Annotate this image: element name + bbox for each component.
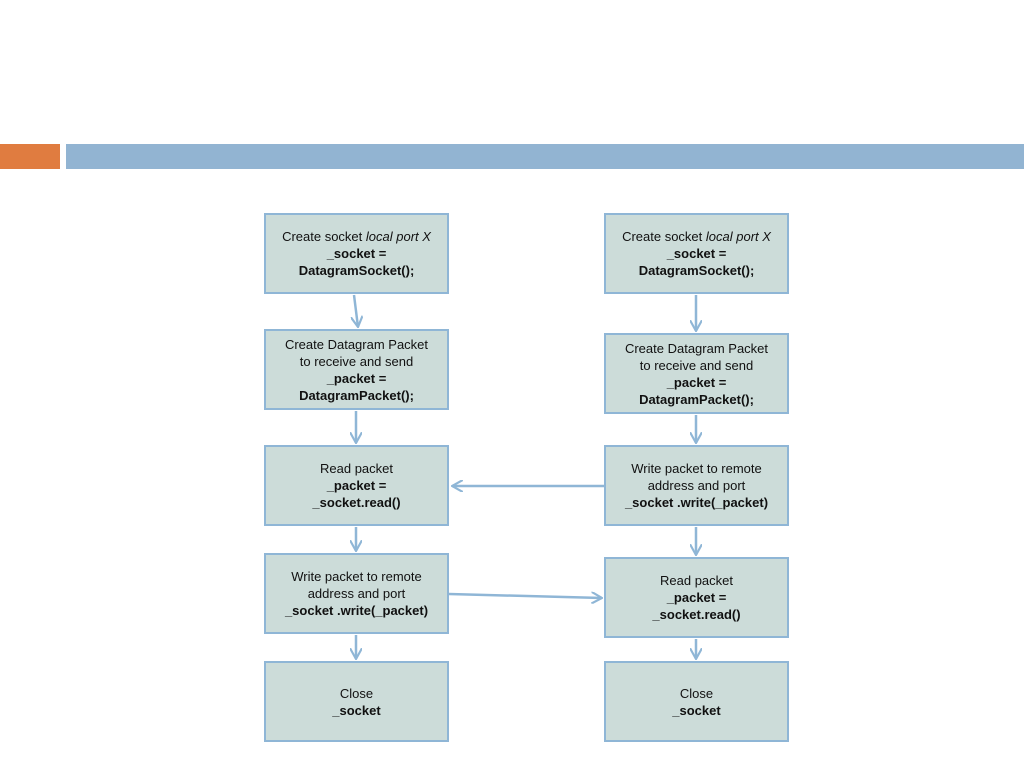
right-write-packet-code: _socket .write(_packet) bbox=[624, 495, 769, 510]
right-close-label: Close bbox=[679, 685, 714, 701]
arrow-left-create-socket-to-create-packet bbox=[354, 294, 358, 327]
left-create-packet-box: Create Datagram Packet to receive and se… bbox=[264, 329, 449, 410]
left-create-packet-code: _packet = DatagramPacket(); bbox=[299, 370, 414, 403]
right-create-socket-code: _socket = DatagramSocket(); bbox=[638, 246, 755, 278]
right-close-code: _socket bbox=[672, 702, 721, 718]
left-create-socket-box: Create socket local port X _socket = Dat… bbox=[264, 213, 449, 294]
left-create-socket-label: Create socket local port X bbox=[282, 229, 431, 244]
right-create-packet-box: Create Datagram Packet to receive and se… bbox=[604, 333, 789, 414]
left-read-packet-box: Read packet _packet = _socket.read() bbox=[264, 445, 449, 526]
right-create-socket-box: Create socket local port X _socket = Dat… bbox=[604, 213, 789, 294]
right-create-packet-code: _packet = DatagramPacket(); bbox=[639, 374, 754, 407]
left-close-box: Close _socket bbox=[264, 661, 449, 742]
left-create-packet-label: Create Datagram Packet to receive and se… bbox=[284, 336, 429, 369]
left-write-packet-box: Write packet to remote address and port … bbox=[264, 553, 449, 634]
left-write-packet-label: Write packet to remote address and port bbox=[291, 569, 422, 601]
left-read-packet-code: _packet = _socket.read() bbox=[312, 478, 401, 510]
left-write-packet-code: _socket .write(_packet) bbox=[284, 603, 429, 618]
right-read-packet-box: Read packet _packet = _socket.read() bbox=[604, 557, 789, 638]
right-create-packet-label: Create Datagram Packet to receive and se… bbox=[624, 340, 769, 373]
right-write-packet-box: Write packet to remote address and port … bbox=[604, 445, 789, 526]
left-create-socket-code: _socket = DatagramSocket(); bbox=[298, 246, 415, 278]
right-write-packet-label: Write packet to remote address and port bbox=[631, 461, 762, 493]
left-close-label: Close bbox=[339, 685, 374, 701]
header-bar bbox=[66, 144, 1024, 169]
right-read-packet-label: Read packet bbox=[660, 573, 733, 588]
right-read-packet-code: _packet = _socket.read() bbox=[652, 590, 741, 622]
left-close-code: _socket bbox=[332, 702, 381, 718]
right-close-box: Close _socket bbox=[604, 661, 789, 742]
arrow-left-write-to-right-read bbox=[448, 594, 602, 598]
left-read-packet-label: Read packet bbox=[320, 461, 393, 476]
right-create-socket-label: Create socket local port X bbox=[622, 229, 771, 244]
accent-bar bbox=[0, 144, 60, 169]
